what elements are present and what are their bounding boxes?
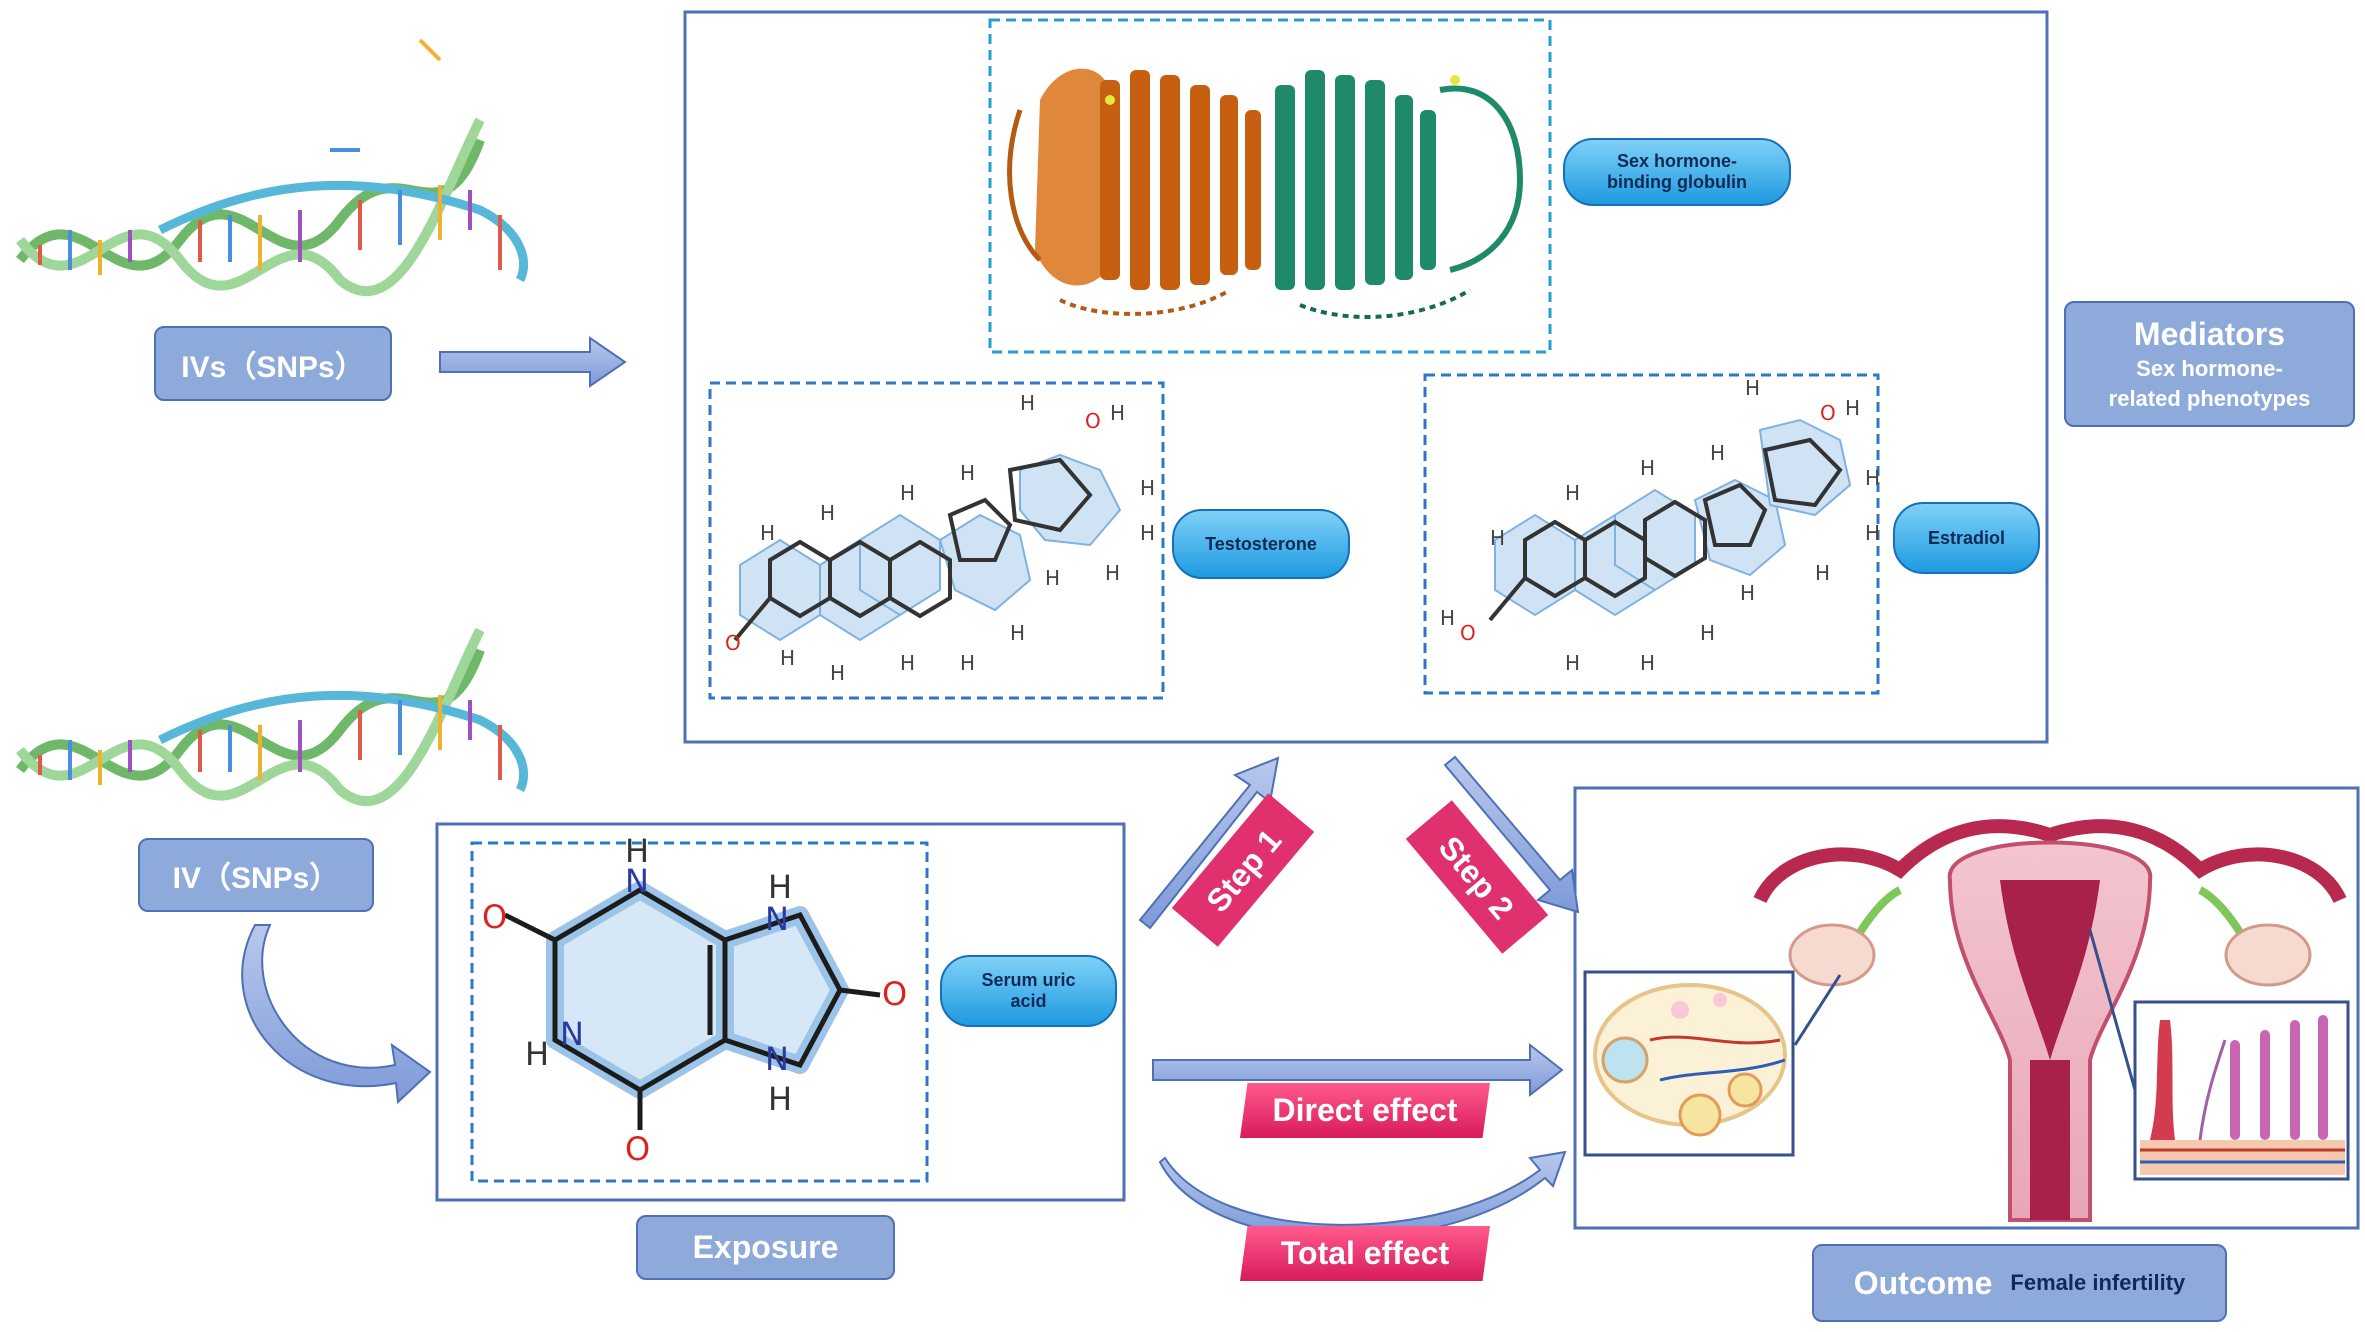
svg-text:H: H (1640, 456, 1655, 480)
svg-text:H: H (625, 832, 649, 870)
endometrium-section-icon (2140, 1015, 2345, 1175)
estradiol-bonds (1488, 437, 1843, 622)
svg-text:H: H (1140, 521, 1155, 545)
ovary-section-icon (1593, 983, 1787, 1137)
ivs-snps-label: IVs（SNPs） (154, 326, 392, 401)
svg-text:O: O (482, 898, 507, 936)
outcome-box (1573, 786, 2360, 1230)
svg-text:O: O (1085, 409, 1101, 433)
uric-acid-molecule-icon: O O O N H N H N H N H (482, 832, 907, 1168)
dna-helix-bottom-icon (16, 627, 529, 807)
svg-text:H: H (1020, 391, 1035, 415)
svg-text:H: H (1815, 561, 1830, 585)
step2-badge: Step 2 (1405, 800, 1549, 954)
mediators-subtitle-1: Sex hormone- (2136, 356, 2283, 381)
outcome-title: Outcome (1853, 1264, 1993, 1301)
svg-text:H: H (1565, 481, 1580, 505)
svg-text:H: H (780, 646, 795, 670)
outcome-subtitle: Female infertility (2010, 1270, 2186, 1295)
svg-text:H: H (1490, 526, 1505, 550)
svg-text:O: O (882, 975, 907, 1013)
svg-text:N: N (765, 1040, 789, 1078)
svg-text:H: H (1745, 376, 1760, 400)
svg-text:O: O (1820, 401, 1836, 425)
svg-text:H: H (1010, 621, 1025, 645)
svg-text:H: H (1440, 606, 1455, 630)
dna-helix-top-icon (16, 38, 529, 297)
shbg-label-1: Sex hormone- (1616, 151, 1738, 171)
shbg-protein-icon (1007, 68, 1524, 319)
svg-text:H: H (1865, 521, 1880, 545)
svg-text:O: O (725, 631, 741, 655)
svg-text:H: H (768, 1080, 792, 1118)
estradiol-pill: Estradiol (1893, 502, 2040, 574)
step2-arrow (1443, 755, 1580, 914)
iv-to-exposure-curved-arrow (241, 924, 432, 1105)
testosterone-structure-box (708, 381, 1165, 700)
testosterone-atoms: O O H H H H H H H H H H H H H H H (725, 391, 1155, 685)
direct-effect-label: Direct effect (1240, 1083, 1490, 1138)
shbg-pill: Sex hormone- binding globulin (1563, 138, 1791, 206)
testosterone-bonds (733, 457, 1093, 642)
outcome-label: Outcome Female infertility (1812, 1244, 2227, 1322)
svg-text:H: H (1045, 566, 1060, 590)
total-effect-arrow (1158, 1150, 1567, 1240)
svg-text:H: H (1710, 441, 1725, 465)
svg-text:N: N (765, 900, 789, 938)
svg-text:H: H (820, 501, 835, 525)
mediators-subtitle-2: related phenotypes (2108, 386, 2311, 411)
svg-text:H: H (1105, 561, 1120, 585)
testosterone-pill: Testosterone (1172, 509, 1350, 579)
uric-label-2: acid (1010, 991, 1047, 1011)
svg-text:H: H (960, 461, 975, 485)
svg-text:H: H (1845, 396, 1860, 420)
exposure-label: Exposure (636, 1215, 895, 1280)
iv-snps-label: IV（SNPs） (138, 838, 374, 912)
svg-text:H: H (1700, 621, 1715, 645)
svg-text:H: H (830, 661, 845, 685)
svg-text:H: H (525, 1035, 549, 1073)
svg-text:H: H (760, 521, 775, 545)
mediators-label: Mediators Sex hormone- related phenotype… (2064, 301, 2355, 427)
estradiol-structure-box (1423, 373, 1880, 695)
mediators-box (683, 10, 2049, 744)
estradiol-molecule-icon (1494, 418, 1852, 617)
shbg-structure-box (988, 18, 1552, 354)
exposure-box (435, 822, 1126, 1202)
svg-text:H: H (1640, 651, 1655, 675)
ivs-to-mediators-arrow (439, 336, 627, 388)
svg-text:H: H (1140, 476, 1155, 500)
svg-text:N: N (560, 1015, 584, 1053)
svg-text:H: H (900, 651, 915, 675)
mediators-title: Mediators (2133, 316, 2286, 352)
svg-text:H: H (1565, 651, 1580, 675)
serum-uric-acid-pill: Serum uric acid (940, 955, 1117, 1027)
step1-arrow (1138, 756, 1280, 930)
svg-text:H: H (1740, 581, 1755, 605)
svg-text:O: O (1460, 621, 1476, 645)
svg-text:H: H (768, 868, 792, 906)
svg-text:H: H (960, 651, 975, 675)
direct-effect-arrow (1152, 1042, 1564, 1098)
uric-label-1: Serum uric (981, 970, 1076, 990)
svg-text:O: O (625, 1130, 650, 1168)
uterus-icon (1753, 819, 2347, 1222)
svg-text:H: H (1865, 466, 1880, 490)
shbg-label-2: binding globulin (1607, 172, 1747, 192)
uric-acid-structure-box (470, 841, 929, 1183)
svg-text:H: H (1110, 401, 1125, 425)
total-effect-label: Total effect (1240, 1226, 1490, 1281)
svg-text:H: H (900, 481, 915, 505)
svg-text:N: N (625, 862, 649, 900)
estradiol-atoms: O H O H H H H H H H H H H H H H (1440, 376, 1880, 675)
